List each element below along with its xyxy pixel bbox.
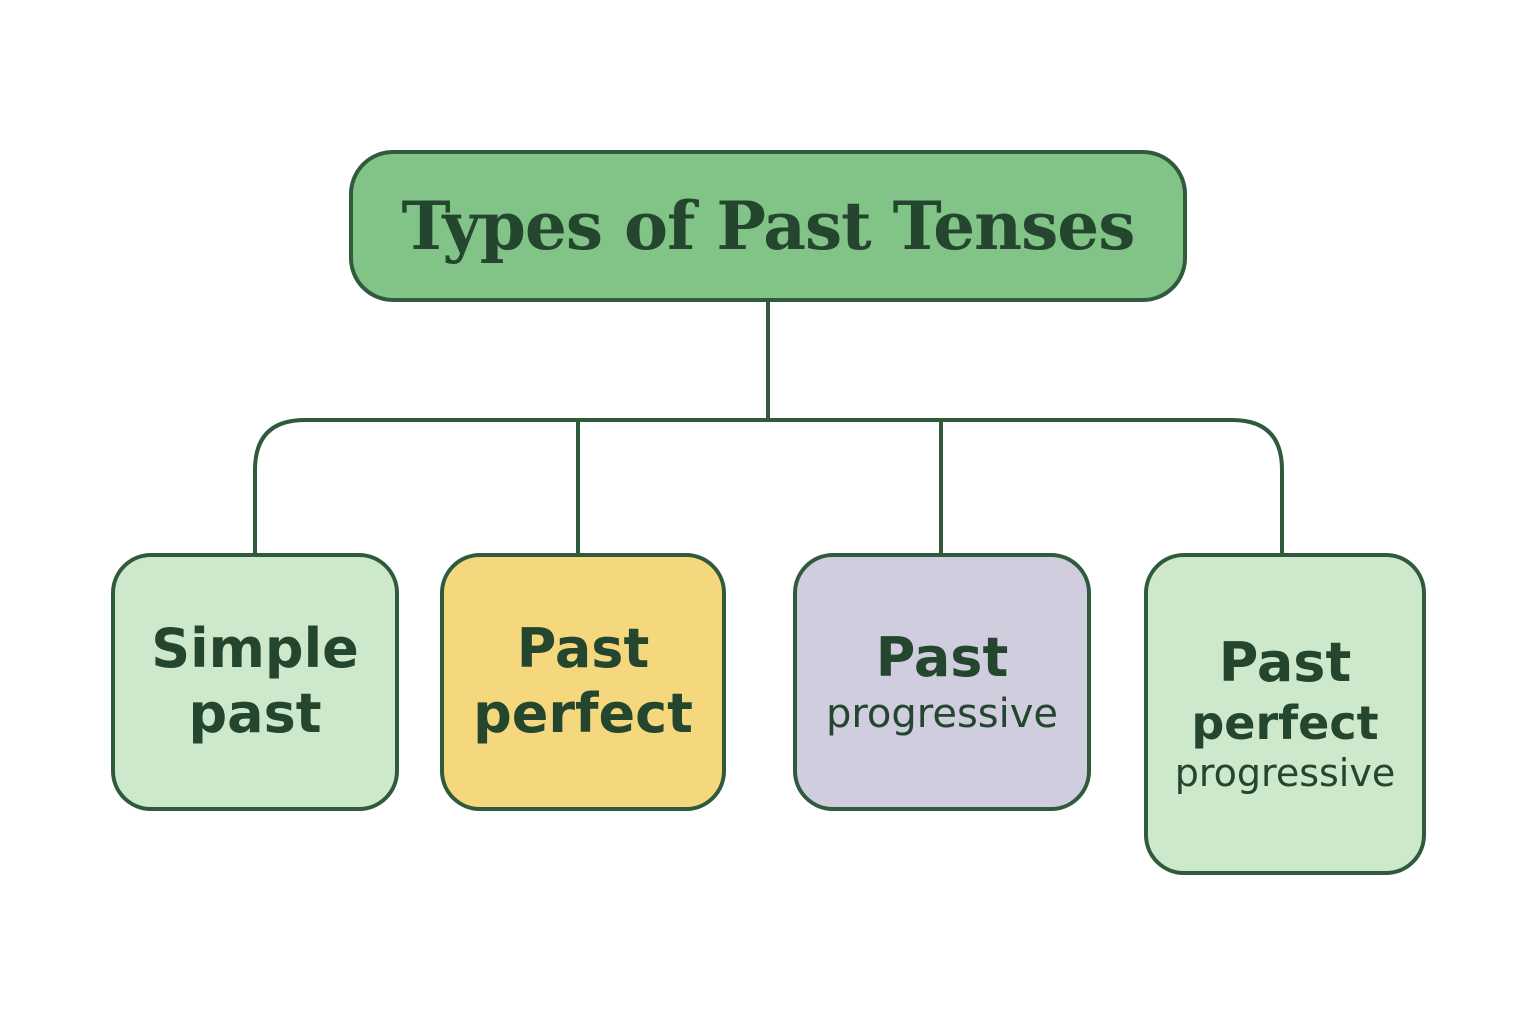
node-past-progressive: Past progressive [793, 553, 1091, 811]
node-simple-past: Simple past [111, 553, 399, 811]
branch-line-left [253, 418, 1284, 557]
root-title: Types of Past Tenses [401, 187, 1136, 265]
node-label-line: perfect [473, 682, 693, 745]
node-label-line: progressive [1174, 751, 1396, 796]
node-label-line: Past [875, 625, 1009, 689]
node-label-line: Simple [151, 617, 359, 681]
root-node: Types of Past Tenses [349, 150, 1187, 302]
node-past-perfect: Past perfect [440, 553, 726, 811]
node-label-line: Past [516, 617, 650, 681]
node-label-line: past [188, 682, 322, 745]
node-label-line: perfect [1191, 696, 1379, 750]
node-label-line: Past [1218, 631, 1352, 695]
node-past-perfect-progressive: Past perfect progressive [1144, 553, 1426, 875]
node-label-line: progressive [825, 691, 1059, 738]
